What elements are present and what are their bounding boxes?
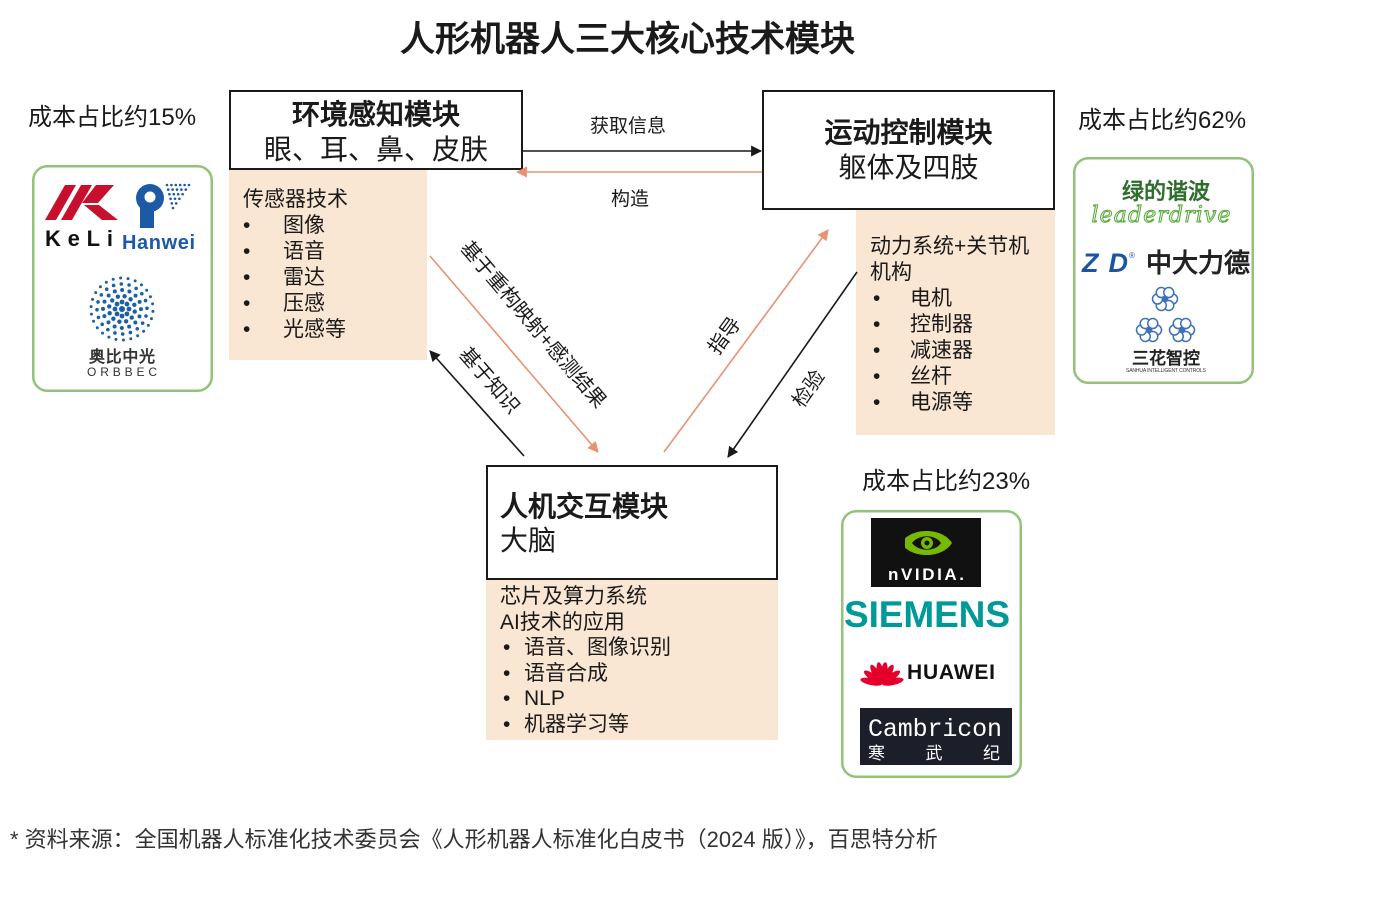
cambricon-logo: Cambricon 寒 武 纪: [860, 708, 1012, 765]
motion-vendor-logo-box: 绿的谐波 leaderdrive ZD ® 中大力德 三花智控 SANHUA I…: [1073, 157, 1254, 384]
interaction-detail-panel: 芯片及算力系统 AI技术的应用 语音、图像识别 语音合成 NLP 机器学习等: [486, 580, 778, 740]
motion-detail-panel: 动力系统+关节机 机构 电机 控制器 减速器 丝杆 电源等: [856, 210, 1055, 435]
list-item: 电机: [873, 286, 1055, 312]
list-item: 电源等: [873, 390, 1055, 416]
sanhua-logo-text-cn: 三花智控: [1132, 348, 1200, 368]
leaderdrive-logo-text-en: leaderdrive: [1092, 203, 1231, 228]
environment-module-box: 环境感知模块 眼、耳、鼻、皮肤: [229, 90, 523, 170]
list-item: 机器学习等: [503, 712, 778, 738]
huawei-logo-mark: [860, 662, 904, 686]
interaction-module-subtitle: 大脑: [500, 525, 557, 556]
zd-registered-mark: ®: [1129, 251, 1135, 260]
siemens-logo-text: SIEMENS: [844, 594, 1010, 635]
nvidia-logo-text: nVIDIA.: [888, 565, 964, 584]
list-item: 图像: [243, 213, 427, 239]
orbbec-logo-text-cn: 奥比中光: [89, 347, 155, 366]
motion-detail-list: 电机 控制器 减速器 丝杆 电源等: [873, 286, 1055, 416]
list-item: 雷达: [243, 265, 427, 291]
interaction-detail-line: 芯片及算力系统: [500, 585, 647, 608]
orbbec-logo-mark: [89, 276, 155, 342]
huawei-logo-text: HUAWEI: [907, 661, 995, 684]
environment-detail-list: 图像 语音 雷达 压感 光感等: [243, 213, 427, 343]
list-item: 压感: [243, 291, 427, 317]
motion-module-title: 运动控制模块: [824, 117, 993, 148]
guide-arrow: [663, 229, 829, 453]
huawei-logo: HUAWEI: [860, 661, 995, 686]
source-footnote: * 资料来源：全国机器人标准化技术委员会《人形机器人标准化白皮书（2024 版）…: [10, 827, 938, 852]
diagram-title: 人形机器人三大核心技术模块: [399, 20, 855, 59]
interaction-detail-line: AI技术的应用: [500, 610, 625, 634]
leaderdrive-logo: 绿的谐波 leaderdrive: [1091, 179, 1231, 229]
motion-detail-heading: 动力系统+关节机 机构: [870, 235, 1030, 284]
list-item: 语音合成: [503, 661, 778, 687]
motion-cost-label: 成本占比约62%: [1078, 107, 1247, 134]
interaction-module-box: 人机交互模块 大脑: [486, 465, 778, 580]
list-item: 丝杆: [873, 364, 1055, 390]
environment-detail-heading: 传感器技术: [243, 188, 348, 211]
list-item: 光感等: [243, 317, 427, 343]
sanhua-logo-text-en: SANHUA INTELLIGENT CONTROLS: [1126, 368, 1207, 374]
zd-logo-text: 中大力德: [1146, 248, 1250, 278]
acquire-info-label: 获取信息: [589, 116, 667, 137]
list-item: 语音: [243, 239, 427, 265]
hanwei-logo-text: Hanwei: [122, 232, 195, 254]
list-item: 控制器: [873, 312, 1055, 338]
list-item: 减速器: [873, 338, 1055, 364]
cambricon-logo-text-en: Cambricon: [868, 715, 1002, 744]
environment-module-title: 环境感知模块: [291, 99, 460, 130]
list-item: 语音、图像识别: [503, 635, 778, 661]
environment-cost-label: 成本占比约15%: [28, 104, 197, 131]
leaderdrive-logo-text-cn: 绿的谐波: [1122, 179, 1211, 204]
construct-label: 构造: [610, 189, 650, 210]
interaction-vendor-logo-box: nVIDIA. SIEMENS HUAWEI Cambricon 寒 武 纪: [841, 510, 1022, 778]
hanwei-logo: Hanwei: [122, 183, 195, 254]
motion-module-box: 运动控制模块 躯体及四肢: [762, 90, 1055, 210]
motion-module-subtitle: 躯体及四肢: [838, 152, 979, 183]
orbbec-logo: 奥比中光 ORBBEC: [87, 276, 157, 379]
sanhua-logo: 三花智控 SANHUA INTELLIGENT CONTROLS: [1126, 286, 1207, 374]
knowledge-label: 基于知识: [454, 343, 524, 419]
interaction-cost-label: 成本占比约23%: [862, 468, 1031, 495]
verify-arrow: [727, 271, 858, 458]
interaction-detail-list: 语音、图像识别 语音合成 NLP 机器学习等: [503, 635, 778, 737]
sanhua-logo-mark: [1135, 286, 1196, 343]
list-item: NLP: [503, 686, 778, 712]
verify-label: 检验: [788, 366, 830, 412]
guide-label: 指导: [704, 313, 746, 359]
environment-detail-panel: 传感器技术 图像 语音 雷达 压感 光感等: [229, 170, 427, 360]
environment-module-subtitle: 眼、耳、鼻、皮肤: [263, 134, 488, 165]
interaction-module-title: 人机交互模块: [500, 491, 669, 522]
nvidia-logo: nVIDIA.: [871, 518, 981, 587]
environment-vendor-logo-box: KeLi Hanwei 奥比中光 ORBBEC: [32, 165, 213, 392]
